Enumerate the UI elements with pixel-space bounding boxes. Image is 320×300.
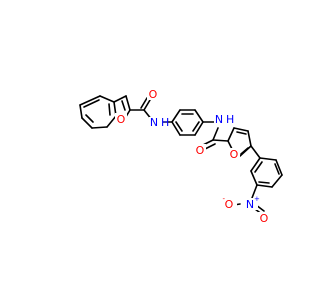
double-bond-inner (236, 131, 247, 135)
bond (259, 157, 277, 161)
label-bg (258, 212, 270, 224)
bond (250, 170, 258, 186)
bond (125, 95, 131, 111)
label-bg (223, 198, 237, 210)
amide1-nitrogen-label: N (150, 116, 158, 129)
bond (212, 139, 229, 142)
bond (212, 127, 219, 141)
bond (227, 140, 233, 150)
label-bg (115, 113, 127, 125)
nitro-oxygen-charge: - (222, 195, 225, 203)
label-bg (228, 148, 240, 160)
nitro-nitrogen-label: N (246, 198, 254, 211)
benzofuran-oxygen-label: O (117, 113, 126, 126)
amide1-hydrogen-label: H (161, 116, 169, 129)
molecule-structure-diagram: O O N H N H O O N + O - O (79, 88, 283, 225)
double-bond-inner (121, 100, 126, 111)
bond (194, 109, 204, 123)
amide2-nitrogen-label: N (215, 113, 223, 126)
label-bg (149, 117, 163, 129)
amide1-oxygen-label: O (149, 88, 158, 101)
molecule-structure-canvas: O O N H N H O O N + O - O (79, 88, 283, 225)
double-bond-inner (108, 103, 111, 116)
bond (171, 121, 181, 136)
bond (275, 159, 283, 176)
nitro-oxygen-right-label: O (260, 212, 269, 225)
bond (247, 130, 252, 147)
double-bond-inner (175, 121, 183, 132)
label-bg (244, 198, 258, 210)
bond (79, 104, 83, 119)
bond (250, 157, 261, 172)
label-bg (147, 88, 159, 100)
bond (250, 145, 261, 159)
double-bond-inner (274, 163, 280, 175)
carbonyl-bond (143, 99, 151, 111)
bond (227, 127, 235, 142)
bond (171, 109, 181, 123)
bond (113, 95, 127, 103)
atom-labels: O O N H N H O O N + O - O (115, 88, 270, 225)
label-bg (194, 144, 206, 156)
bond (106, 115, 117, 128)
label-bg (214, 114, 228, 126)
bond (256, 184, 273, 188)
double-bond-inner (254, 161, 263, 173)
nitro-oxygen-left-label: O (225, 198, 234, 211)
bond (81, 117, 93, 129)
amide2-oxygen-label: O (196, 144, 205, 157)
carbonyl-bond (140, 97, 148, 109)
furan-oxygen-label: O (230, 148, 239, 161)
double-bond-inner (85, 114, 94, 123)
double-bond-inner (240, 147, 249, 155)
bond (271, 174, 283, 188)
double-bond-inner (258, 181, 270, 184)
bond (194, 121, 204, 136)
double-bond-inner (83, 99, 100, 108)
bond (233, 127, 249, 132)
double-bond-inner (192, 121, 200, 132)
bond (79, 95, 101, 106)
bond (251, 184, 258, 199)
amide2-hydrogen-label: H (226, 113, 234, 126)
nitro-nitrogen-charge: + (254, 195, 260, 203)
bond (99, 95, 115, 103)
bond (91, 126, 108, 129)
